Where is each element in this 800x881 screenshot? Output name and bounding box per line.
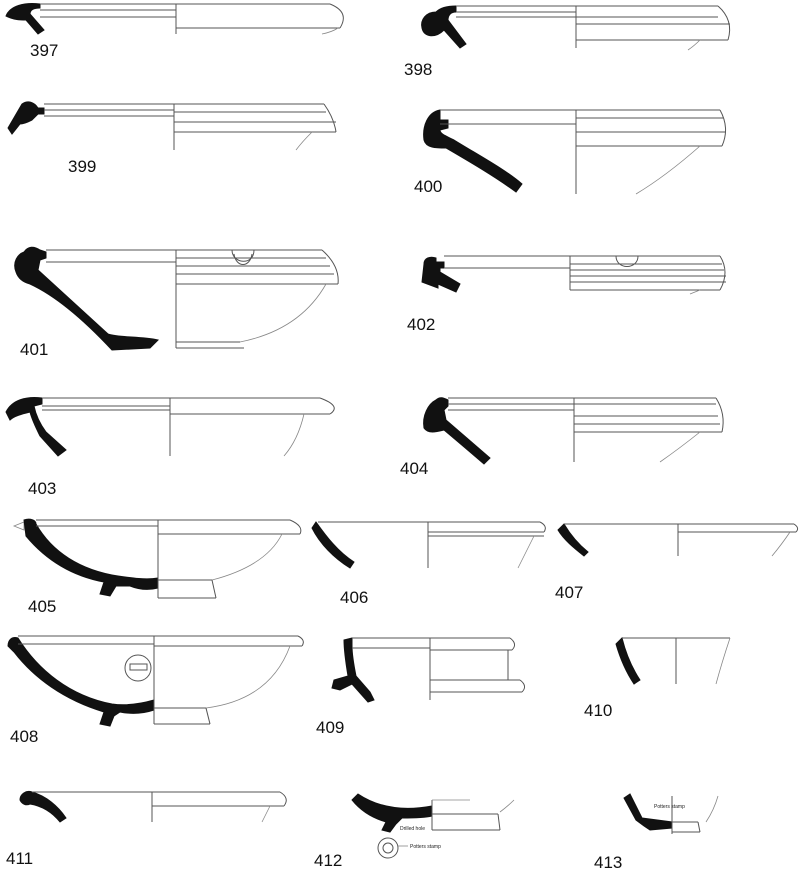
section-413 [623,793,673,831]
section-397 [5,3,45,35]
profile-409: 409 [316,637,526,737]
profile-411: 411 [6,791,287,868]
potters-stamp-circle [124,654,152,682]
profile-397: 397 [5,3,344,60]
profile-399: 399 [7,101,337,176]
label-408: 408 [10,727,38,746]
profile-404: 404 [400,397,724,478]
label-413: 413 [594,853,622,872]
section-411 [19,791,67,823]
profile-412: Drilled hole Potters stamp 412 [314,793,515,870]
profile-401: 401 [14,246,339,359]
section-404 [423,397,491,465]
profile-408: 408 [7,635,304,746]
section-407 [557,523,589,557]
label-399: 399 [68,157,96,176]
potters-stamp-note-413: Potters stamp [654,804,685,810]
profile-400: 400 [414,109,726,196]
label-397: 397 [30,41,58,60]
profile-405: 405 [12,518,302,616]
section-406 [311,521,355,569]
section-399 [7,101,45,135]
section-398 [421,5,467,49]
label-411: 411 [6,849,33,868]
profile-402: 402 [407,255,726,334]
profile-398: 398 [404,5,731,79]
section-410 [615,637,641,685]
profile-407: 407 [555,523,799,602]
profile-403: 403 [5,397,335,498]
label-402: 402 [407,315,435,334]
label-400: 400 [414,177,442,196]
section-412 [351,793,433,833]
section-405 [23,518,159,597]
potters-stamp-note-412: Potters stamp [410,844,441,850]
label-398: 398 [404,60,432,79]
section-401 [14,246,159,351]
profile-410: 410 [584,637,731,720]
label-404: 404 [400,459,428,478]
potters-stamp-circle-412 [377,837,399,859]
section-402 [421,256,461,293]
section-400 [423,109,523,193]
label-405: 405 [28,597,56,616]
section-409 [331,637,375,703]
section-403 [5,397,67,457]
label-406: 406 [340,588,368,607]
label-403: 403 [28,479,56,498]
label-409: 409 [316,718,344,737]
profile-406: 406 [311,521,546,607]
section-408 [7,637,155,727]
label-410: 410 [584,701,612,720]
drilled-hole-note: Drilled hole [400,826,425,832]
profile-413: Potters stamp 413 [594,793,719,872]
label-407: 407 [555,583,583,602]
label-401: 401 [20,340,48,359]
label-412: 412 [314,851,342,870]
